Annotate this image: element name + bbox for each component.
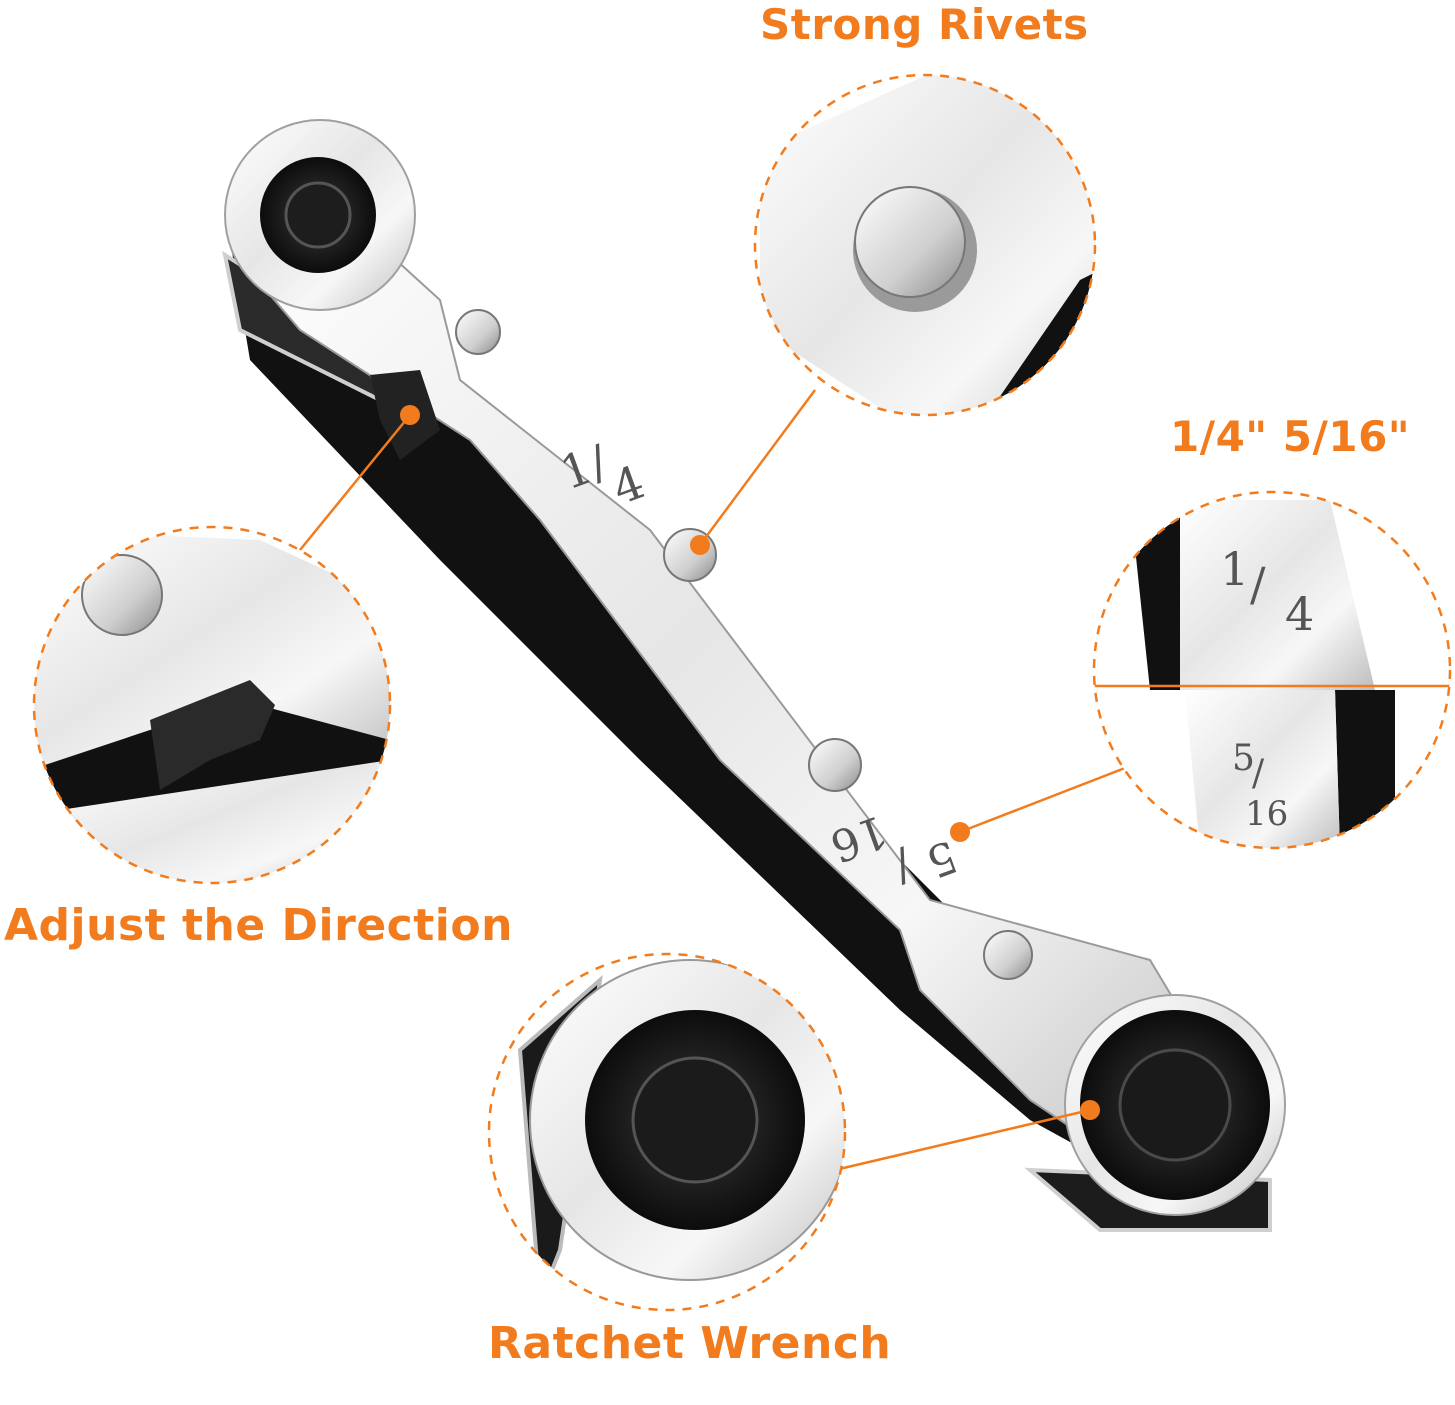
callout-ratchet-wrench-zoom — [487, 952, 847, 1312]
wrench-main: 1 / 4 5 / 16 — [222, 119, 1286, 1232]
callout-sizes-zoom: 1 / 4 5 / 16 — [1092, 490, 1452, 850]
callout-label-strong-rivets: Strong Rivets — [760, 0, 1089, 49]
svg-text:16: 16 — [1245, 794, 1288, 834]
svg-text:4: 4 — [1285, 587, 1314, 641]
svg-text:/: / — [1252, 753, 1265, 794]
callout-strong-rivets-zoom — [753, 73, 1097, 417]
svg-text:5: 5 — [1232, 738, 1255, 779]
svg-text:1: 1 — [1220, 542, 1249, 596]
callout-adjust-direction-zoom — [32, 525, 392, 885]
callout-label-ratchet-wrench: Ratchet Wrench — [488, 1318, 892, 1369]
callout-label-sizes: 1/4" 5/16" — [1170, 412, 1411, 461]
leader-dots — [400, 405, 1100, 1120]
leader-lines — [299, 389, 1126, 1172]
svg-text:/: / — [1250, 557, 1266, 611]
callout-label-adjust-direction: Adjust the Direction — [4, 900, 513, 951]
